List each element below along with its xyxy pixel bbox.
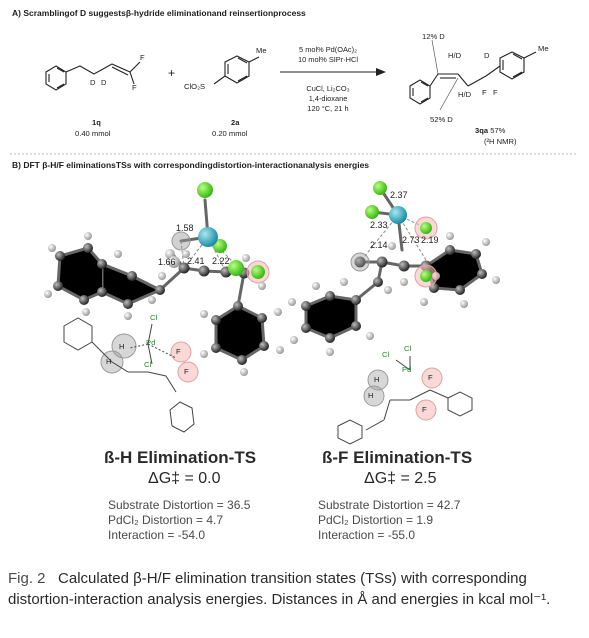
- beta-f-ts-3d-model: [288, 181, 500, 356]
- product-3qa-structure: [409, 39, 537, 111]
- product-atom-me: Me: [538, 44, 549, 53]
- figure-caption: Fig. 2 Calculated β-H/F elimination tran…: [8, 568, 580, 610]
- condition-catalyst: 5 mol% Pd(OAc)₂: [299, 45, 357, 54]
- right-distance-pd-cl2: 2.33: [370, 220, 388, 230]
- beta-h-ts-interaction: Interaction = -54.0: [108, 528, 206, 542]
- right-distance-c-f: 2.19: [421, 235, 439, 245]
- right-sketch-cl2: Cl: [404, 344, 412, 353]
- compound-2a-amount: 0.20 mmol: [212, 129, 248, 138]
- beta-f-ts-2d-sketch: [337, 356, 473, 445]
- right-sketch-f1: F: [428, 373, 433, 382]
- 1q-atom-f-bottom: F: [132, 83, 137, 92]
- product-atom-f1: F: [482, 88, 487, 97]
- 1q-atom-f-top: F: [140, 53, 145, 62]
- compound-1q-label: 1q: [92, 118, 101, 127]
- beta-h-ts-3d-model: [44, 182, 284, 376]
- left-distance-pd-h: 1.58: [176, 223, 194, 233]
- figure-artwork: [10, 39, 578, 445]
- figure-caption-text: Calculated β-H/F elimination transition …: [8, 570, 551, 608]
- right-sketch-f2: F: [422, 405, 427, 414]
- plus-sign: +: [168, 66, 176, 80]
- conditions-above-arrow: 5 mol% Pd(OAc)₂ 10 mol% SIPr·HCl: [280, 45, 376, 65]
- product-atom-d: D: [484, 51, 490, 60]
- condition-additives: CuCl, Li₂CO₃: [306, 84, 350, 93]
- conditions-below-arrow: CuCl, Li₂CO₃ 1,4-dioxane 120 °C, 21 h: [280, 84, 376, 114]
- right-sketch-cl1: Cl: [382, 350, 390, 359]
- 2a-atom-clo2s: ClO₂S: [184, 82, 206, 91]
- section-a-title: A) Scramblingof D suggestsβ-hydride elim…: [12, 8, 306, 18]
- condition-temp-time: 120 °C, 21 h: [307, 104, 349, 113]
- beta-h-ts-pdcl2-distortion: PdCl₂ Distortion = 4.7: [108, 513, 224, 527]
- right-sketch-h2: H: [368, 391, 374, 400]
- beta-h-ts-title: ß-H Elimination-TS: [104, 448, 257, 467]
- left-sketch-h1: H: [119, 342, 125, 351]
- figure-label: Fig. 2: [8, 570, 46, 587]
- condition-ligand: 10 mol% SIPr·HCl: [298, 55, 358, 64]
- product-label: 3qa: [475, 126, 489, 135]
- right-distance-pd-cl1: 2.37: [390, 190, 408, 200]
- left-sketch-f1: F: [176, 347, 181, 356]
- product-yield: 57%: [490, 126, 506, 135]
- right-sketch-pd: Pd: [402, 365, 412, 374]
- beta-f-ts-pdcl2-distortion: PdCl₂ Distortion = 1.9: [318, 513, 434, 527]
- beta-h-ts-dg: ΔG‡ = 0.0: [148, 470, 221, 487]
- beta-h-ts-substrate-distortion: Substrate Distortion = 36.5: [108, 498, 251, 512]
- left-sketch-cl-top: Cl: [150, 313, 158, 322]
- beta-f-ts-dg: ΔG‡ = 2.5: [364, 470, 437, 487]
- left-sketch-cl-bottom: Cl: [144, 360, 152, 369]
- section-b-title: B) DFT β-H/F eliminationsTSs with corres…: [12, 160, 370, 170]
- left-distance-pd-c1: 2.41: [187, 256, 205, 266]
- product-d-top: 12% D: [422, 32, 445, 41]
- product-label-line: 3qa 57%: [475, 126, 505, 135]
- left-sketch-f2: F: [184, 367, 189, 376]
- left-distance-pd-c2: 2.22: [212, 256, 230, 266]
- left-sketch-pd: Pd: [146, 338, 156, 347]
- 1q-atom-d2: D: [101, 78, 107, 87]
- product-d-bottom: 52% D: [430, 115, 453, 124]
- product-atom-f2: F: [493, 88, 498, 97]
- right-distance-pd-f: 2.73: [402, 235, 420, 245]
- 1q-atom-d1: D: [90, 78, 96, 87]
- compound-2a-label: 2a: [231, 118, 240, 127]
- left-distance-c-h: 1.66: [158, 257, 176, 267]
- left-sketch-h2: H: [106, 357, 112, 366]
- product-atom-hd-top: H/D: [448, 51, 462, 60]
- beta-f-ts-title: ß-F Elimination-TS: [322, 448, 473, 467]
- condition-solvent: 1,4-dioxane: [308, 94, 348, 103]
- compound-1q-amount: 0.40 mmol: [75, 129, 111, 138]
- compound-1q-structure: [45, 61, 141, 91]
- beta-f-ts-substrate-distortion: Substrate Distortion = 42.7: [318, 498, 461, 512]
- compound-2a-structure: [213, 55, 260, 85]
- right-distance-pd-c: 2.14: [370, 240, 388, 250]
- product-method: (²H NMR): [484, 137, 517, 146]
- product-atom-hd-bottom: H/D: [458, 90, 472, 99]
- 2a-atom-me: Me: [256, 46, 267, 55]
- beta-f-ts-interaction: Interaction = -55.0: [318, 528, 416, 542]
- beta-h-ts-2d-sketch: [63, 317, 199, 433]
- right-sketch-h1: H: [374, 375, 380, 384]
